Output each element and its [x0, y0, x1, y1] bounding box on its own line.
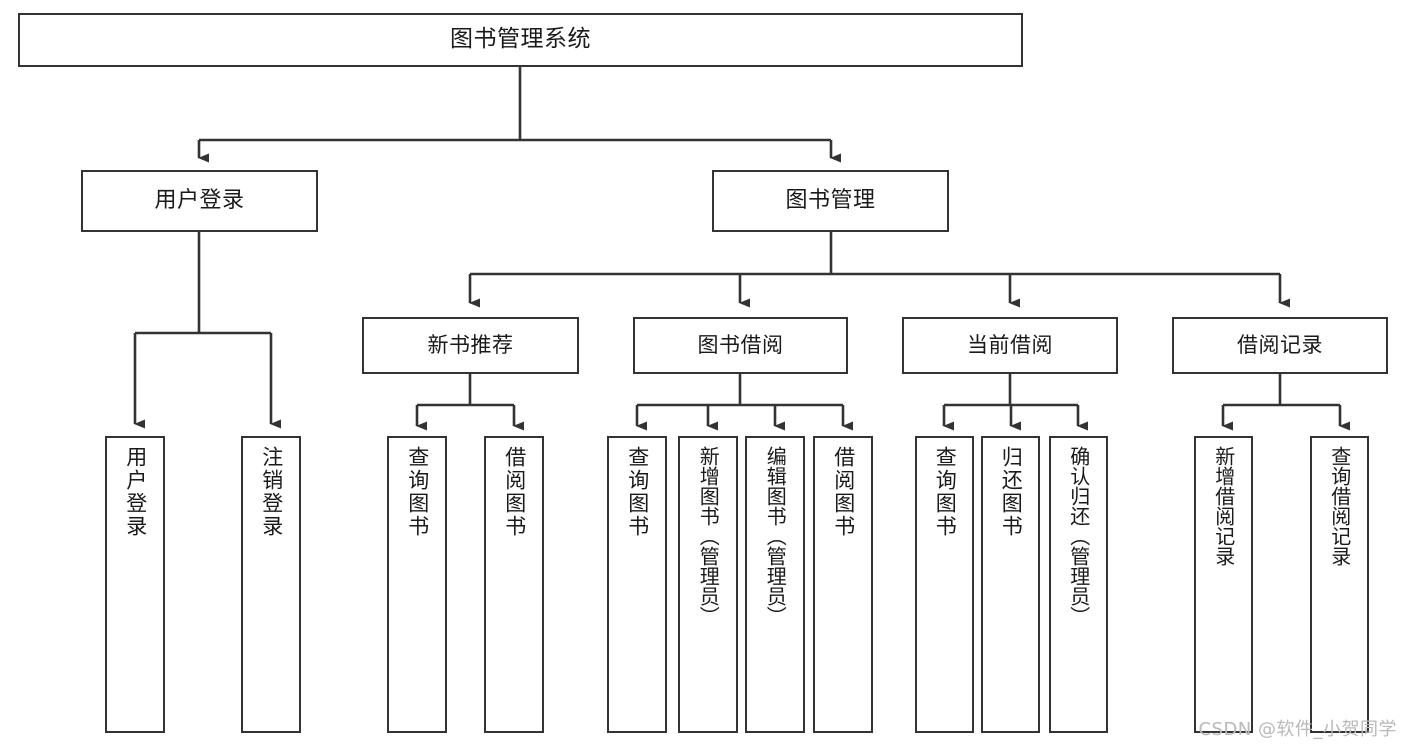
node-label: 借阅图书 [831, 446, 856, 538]
node-label: 确认归还（管理员） [1066, 446, 1091, 626]
node-leaf-query-borrow-record[interactable]: 查询借阅记录 [1310, 436, 1369, 733]
node-new-book-recommend[interactable]: 新书推荐 [362, 317, 579, 374]
node-book-management-system[interactable]: 图书管理系统 [18, 13, 1023, 67]
node-leaf-edit-book-admin[interactable]: 编辑图书（管理员） [745, 436, 805, 733]
csdn-watermark: CSDN @软件_小贺同学 [1198, 719, 1397, 740]
node-label: 归还图书 [999, 446, 1024, 538]
node-label: 当前借阅 [967, 332, 1053, 357]
node-leaf-query-book-2[interactable]: 查询图书 [607, 436, 667, 733]
node-label: 查询图书 [405, 446, 430, 538]
node-leaf-query-book-3[interactable]: 查询图书 [915, 436, 974, 733]
node-leaf-return-book[interactable]: 归还图书 [981, 436, 1040, 733]
node-label: 借阅记录 [1237, 332, 1323, 357]
node-book-borrow[interactable]: 图书借阅 [633, 317, 848, 374]
node-label: 图书管理系统 [450, 26, 591, 53]
node-label: 借阅图书 [502, 446, 527, 538]
node-leaf-confirm-return-admin[interactable]: 确认归还（管理员） [1049, 436, 1108, 733]
node-leaf-add-book-admin[interactable]: 新增图书（管理员） [678, 436, 738, 733]
node-label: 注销登录 [259, 446, 284, 538]
node-label: 用户登录 [123, 446, 148, 538]
node-leaf-add-borrow-record[interactable]: 新增借阅记录 [1194, 436, 1253, 733]
node-leaf-user-login[interactable]: 用户登录 [105, 436, 165, 733]
node-label: 查询图书 [933, 446, 958, 538]
node-label: 新增借阅记录 [1211, 446, 1236, 566]
node-borrow-record[interactable]: 借阅记录 [1172, 317, 1388, 374]
node-label: 新书推荐 [427, 332, 514, 357]
node-book-management[interactable]: 图书管理 [712, 170, 949, 232]
node-label: 查询图书 [625, 446, 650, 538]
node-label: 图书借阅 [697, 332, 784, 357]
node-leaf-borrow-book-1[interactable]: 借阅图书 [484, 436, 544, 733]
node-label: 查询借阅记录 [1327, 446, 1352, 566]
node-label: 用户登录 [154, 187, 245, 213]
node-label: 新增图书（管理员） [696, 446, 721, 626]
node-label: 图书管理 [785, 187, 876, 213]
node-leaf-borrow-book-2[interactable]: 借阅图书 [813, 436, 873, 733]
node-user-login[interactable]: 用户登录 [81, 170, 318, 232]
node-leaf-logout-login[interactable]: 注销登录 [241, 436, 301, 733]
node-current-borrow[interactable]: 当前借阅 [902, 317, 1118, 374]
node-leaf-query-book-1[interactable]: 查询图书 [387, 436, 447, 733]
node-label: 编辑图书（管理员） [763, 446, 788, 626]
